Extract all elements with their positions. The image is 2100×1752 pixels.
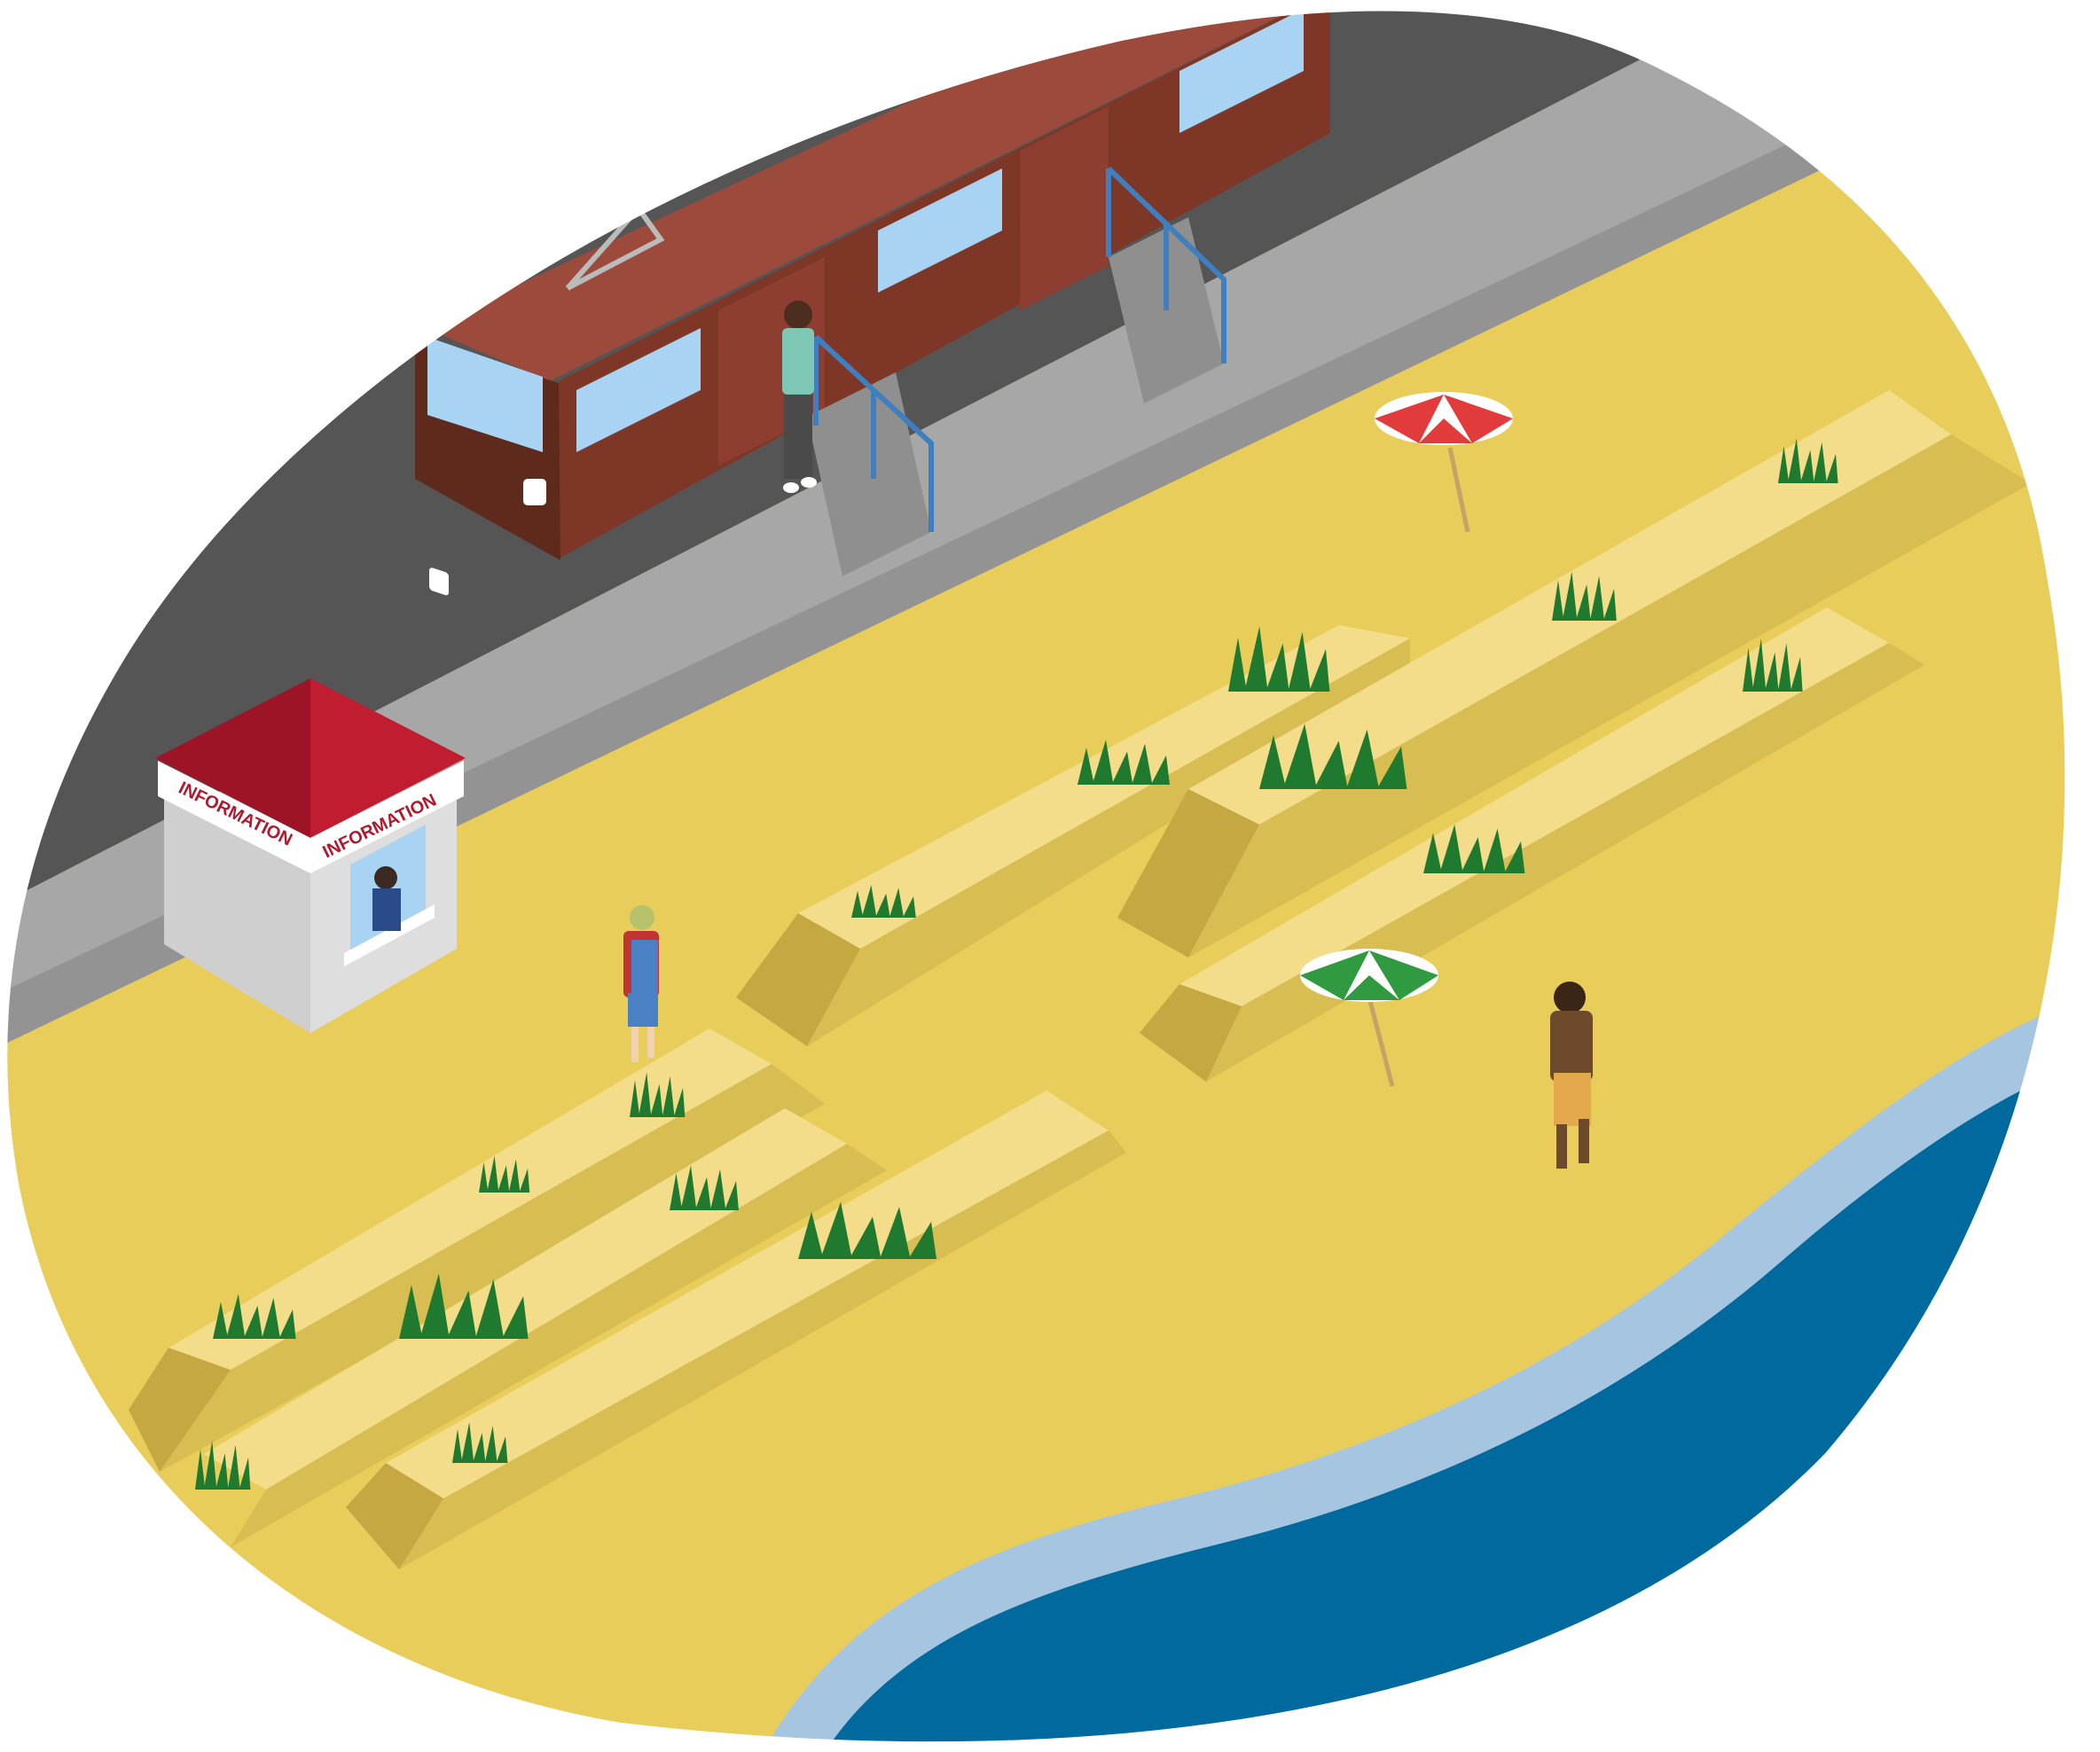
dune-b-side [1188,434,2031,958]
beach-umbrella-red-icon [1375,392,1513,533]
platform-edge [5,9,2067,1046]
person-walking-icon [623,905,659,1062]
tram-window-3 [1179,9,1304,133]
booth-sign-left [158,761,310,873]
dune-d-top [168,1029,772,1370]
beach-umbrella-green-icon [1300,949,1438,1087]
dune-f-top [386,1091,1109,1498]
booth-roof-right [310,678,466,838]
scene-border [4,7,2069,1746]
dune-f-end [346,1463,443,1569]
dune-c-end [1140,984,1242,1082]
dune-d-end [129,1348,231,1472]
dune-a-side [807,638,1410,1046]
tram-window-1 [576,328,701,452]
booth-attendant-head [374,866,397,889]
booth-sign-right [310,761,464,873]
dune-f-side [399,1130,1126,1569]
dune-b-end [1117,789,1259,958]
information-booth-icon: INFORMATION INFORMATION [155,678,466,1033]
tram-roof [426,9,1330,381]
dune-e-side [231,1144,887,1547]
dune-a-top [798,625,1410,949]
person-standing-icon [1550,982,1593,1169]
booth-counter [344,904,435,966]
person-on-platform-icon [782,301,817,493]
tram-icon [415,9,1330,596]
tram-door-2 [1020,106,1109,310]
tram-headlight-left [429,567,449,596]
tram-front-window [427,337,543,452]
dune-a-end [736,913,860,1046]
tram-pantograph [565,204,665,291]
dune-c-top [1179,607,1889,1006]
booth-roof-left [155,678,310,838]
railing-icon [813,166,1226,532]
tram-headlight-right [523,479,546,505]
dune-d-side [160,1064,825,1472]
booth-wall-left [164,798,310,1033]
platform-steps-1 [807,372,931,576]
booth-attendant-body [372,888,401,931]
tram-window-2 [878,168,1002,293]
